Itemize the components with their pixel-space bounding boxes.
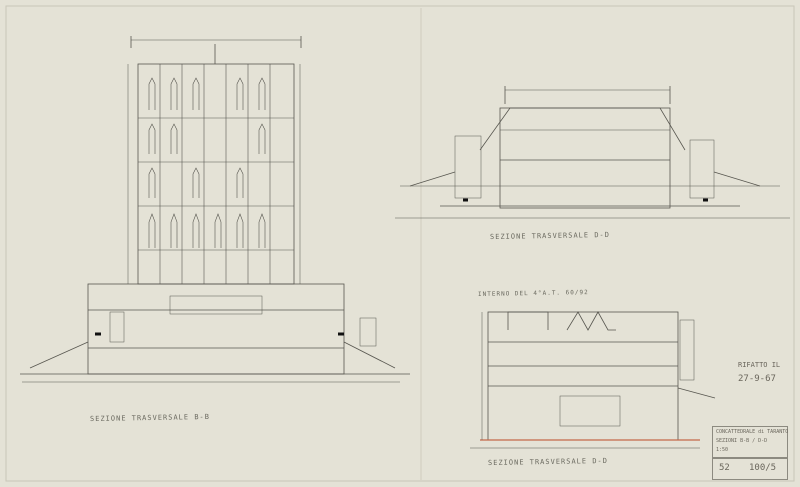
approval-label: RIFATTO IL [738,361,781,369]
title-block-line1: CONCATTEDRALE di TARANTO [716,429,789,435]
sheet-no: 52 [719,463,730,473]
title-block-line2: SEZIONI B-B / D-D [716,438,768,444]
section-d-d-top [395,86,790,219]
title-block: CONCATTEDRALE di TARANTO SEZIONI B-B / D… [712,426,788,458]
approval-date: 27-9-67 [738,374,776,384]
sheet-ref: 100/5 [749,463,777,473]
sheet-number-block: 52 100/5 [712,458,788,480]
section-b-b [20,36,410,383]
section-d-d-bottom [470,311,716,449]
title-block-line3: 1:50 [716,447,729,453]
